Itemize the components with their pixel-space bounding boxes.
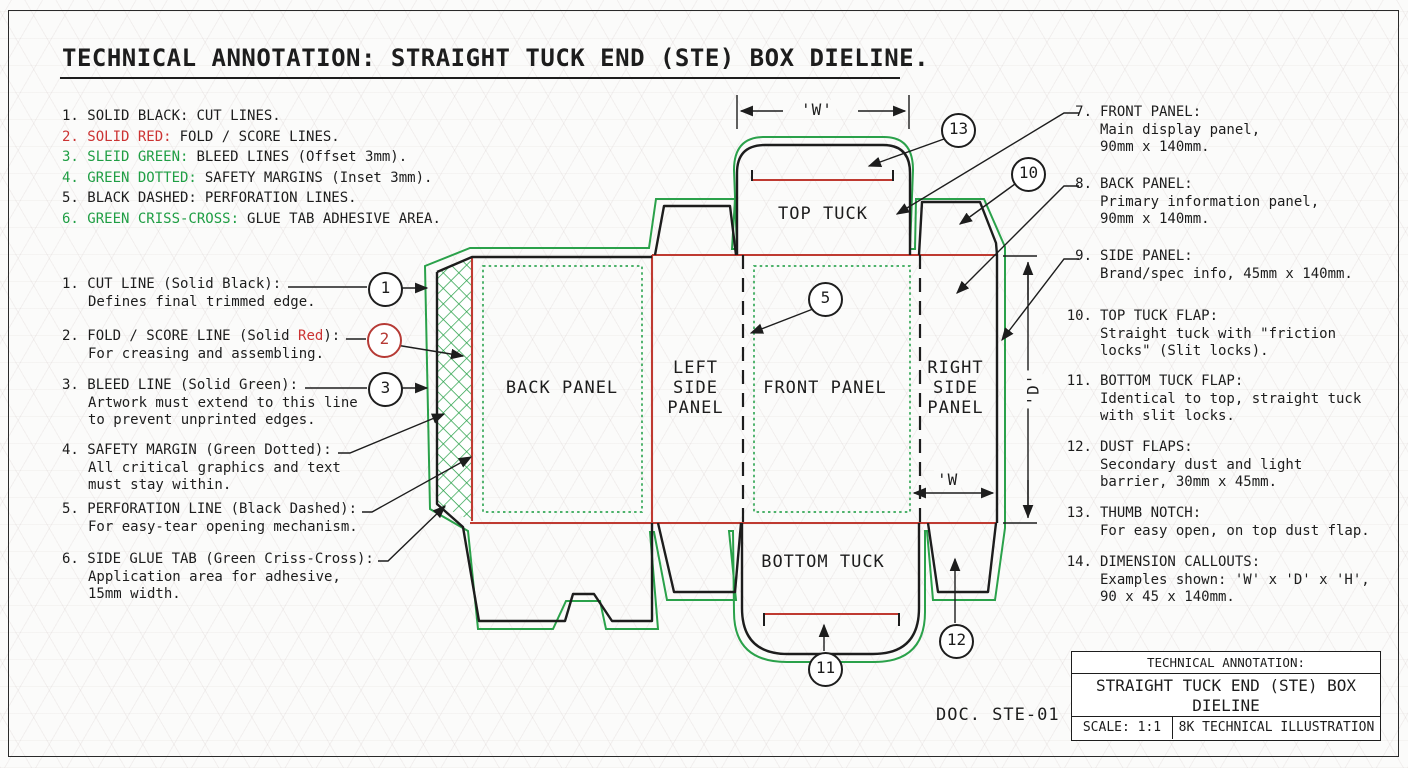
annotation-title: THUMB NOTCH: xyxy=(1100,505,1202,521)
annotation-desc: For creasing and assembling. xyxy=(88,345,325,362)
annotation-desc: Defines final trimmed edge. xyxy=(88,293,316,310)
annotation-perforation-line: 5. PERFORATION LINE (Black Dashed): For … xyxy=(62,501,358,536)
bottom-tuck-label: BOTTOM TUCK xyxy=(761,552,885,572)
annotation-title: 3. BLEED LINE (Solid Green): xyxy=(62,377,299,393)
line-legend: 1. SOLID BLACK:CUT LINES. 2. SOLID RED:F… xyxy=(62,106,441,230)
annotation-desc: Artwork must extend to this line to prev… xyxy=(88,394,358,429)
legend-item: 2. SOLID RED:FOLD / SCORE LINES. xyxy=(62,128,340,145)
annotation-number: 8. xyxy=(1075,176,1092,192)
annotation-bleed-line: 3. BLEED LINE (Solid Green): Artwork mus… xyxy=(62,377,358,430)
callout-11: 11 xyxy=(808,652,843,687)
title-block-title: STRAIGHT TUCK END (STE) BOX DIELINE xyxy=(1072,674,1380,717)
legend-item: 4. GREEN DOTTED:SAFETY MARGINS (Inset 3m… xyxy=(62,169,433,186)
callout-1: 1 xyxy=(368,272,403,307)
annotation-cut-line: 1. CUT LINE (Solid Black): Defines final… xyxy=(62,276,316,311)
annotation-title: DUST FLAPS: xyxy=(1100,439,1193,455)
title-block: TECHNICAL ANNOTATION: STRAIGHT TUCK END … xyxy=(1071,651,1381,741)
annotation-title: 5. PERFORATION LINE (Black Dashed): xyxy=(62,501,358,517)
legend-item: 5. BLACK DASHED:PERFORATION LINES. xyxy=(62,190,357,207)
back-panel-label: BACK PANEL xyxy=(505,378,619,398)
title-block-note: 8K TECHNICAL ILLUSTRATION xyxy=(1178,720,1375,735)
annotation-desc: Brand/spec info, 45mm x 140mm. xyxy=(1100,265,1353,282)
annotation-back-panel: 8. BACK PANEL: Primary information panel,… xyxy=(1066,176,1398,229)
annotation-desc: Secondary dust and light barrier, 30mm x… xyxy=(1100,456,1303,491)
annotation-title: BOTTOM TUCK FLAP: xyxy=(1100,373,1244,389)
page-border xyxy=(8,10,1399,757)
annotation-title: TOP TUCK FLAP: xyxy=(1100,308,1219,324)
depth-dimension-label: 'D' xyxy=(1023,370,1043,409)
annotation-number: 14. xyxy=(1066,554,1092,570)
left-side-panel-label: LEFT SIDE PANEL xyxy=(667,358,724,418)
title-block-scale: SCALE: 1:1 xyxy=(1072,717,1173,739)
annotation-front-panel: 7. FRONT PANEL: Main display panel, 90mm … xyxy=(1066,104,1398,157)
page-title: TECHNICAL ANNOTATION: STRAIGHT TUCK END … xyxy=(62,44,930,72)
front-panel-label: FRONT PANEL xyxy=(763,378,887,398)
callout-12: 12 xyxy=(939,624,974,659)
width-dimension-label: 'W' xyxy=(798,100,836,119)
annotation-title: FRONT PANEL: xyxy=(1100,104,1202,120)
annotation-desc: Main display panel, 90mm x 140mm. xyxy=(1100,121,1261,156)
annotation-number: 13. xyxy=(1066,505,1092,521)
annotation-dimension-callouts: 14. DIMENSION CALLOUTS: Examples shown: '… xyxy=(1066,554,1398,607)
annotation-desc: For easy open, on top dust flap. xyxy=(1100,522,1370,539)
annotation-title: 4. SAFETY MARGIN (Green Dotted): xyxy=(62,442,332,458)
title-underline xyxy=(60,77,900,79)
annotation-safety-margin: 4. SAFETY MARGIN (Green Dotted): All cri… xyxy=(62,442,341,495)
annotation-desc: Straight tuck with "friction locks" (Sli… xyxy=(1100,325,1337,360)
document-reference: DOC. STE-01 xyxy=(936,705,1060,725)
annotation-desc: Application area for adhesive, 15mm widt… xyxy=(88,568,341,603)
annotation-desc: Identical to top, straight tuck with sli… xyxy=(1100,390,1362,425)
annotation-title: 2. FOLD / SCORE LINE (Solid Red): xyxy=(62,328,341,344)
annotation-number: 12. xyxy=(1066,439,1092,455)
width-right-dimension-label: 'W xyxy=(934,470,962,489)
annotation-dust-flaps: 12. DUST FLAPS: Secondary dust and light … xyxy=(1066,439,1398,492)
callout-5: 5 xyxy=(808,282,843,317)
annotation-top-tuck-flap: 10. TOP TUCK FLAP: Straight tuck with "fr… xyxy=(1066,308,1398,361)
title-block-header: TECHNICAL ANNOTATION: xyxy=(1072,652,1380,674)
annotation-desc: All critical graphics and text must stay… xyxy=(88,459,341,494)
annotation-title: SIDE PANEL: xyxy=(1100,248,1193,264)
legend-item: 3. SLEID GREEN:BLEED LINES (Offset 3mm). xyxy=(62,149,408,166)
callout-3: 3 xyxy=(368,372,403,407)
callout-2: 2 xyxy=(367,323,402,358)
callout-13: 13 xyxy=(941,113,976,148)
annotation-desc: Primary information panel, 90mm x 140mm. xyxy=(1100,193,1320,228)
annotation-number: 11. xyxy=(1066,373,1092,389)
legend-item: 6. GREEN CRISS-CROSS:GLUE TAB ADHESIVE A… xyxy=(62,210,441,227)
annotation-desc: For easy-tear opening mechanism. xyxy=(88,518,358,535)
right-side-panel-label: RIGHT SIDE PANEL xyxy=(927,358,984,418)
callout-10: 10 xyxy=(1011,157,1046,192)
annotation-title: 6. SIDE GLUE TAB (Green Criss-Cross): xyxy=(62,551,374,567)
annotation-desc: Examples shown: 'W' x 'D' x 'H', 90 x 45… xyxy=(1100,571,1370,606)
annotation-title: DIMENSION CALLOUTS: xyxy=(1100,554,1261,570)
annotation-title: BACK PANEL: xyxy=(1100,176,1193,192)
annotation-bottom-tuck-flap: 11. BOTTOM TUCK FLAP: Identical to top, s… xyxy=(1066,373,1398,426)
legend-item: 1. SOLID BLACK:CUT LINES. xyxy=(62,108,281,124)
annotation-number: 9. xyxy=(1075,248,1092,264)
annotation-side-panel: 9. SIDE PANEL: Brand/spec info, 45mm x 14… xyxy=(1066,248,1398,283)
annotation-title: 1. CUT LINE (Solid Black): xyxy=(62,276,282,292)
annotation-number: 7. xyxy=(1075,104,1092,120)
annotation-fold-line: 2. FOLD / SCORE LINE (Solid Red): For cr… xyxy=(62,328,340,363)
annotation-number: 10. xyxy=(1066,308,1092,324)
annotation-thumb-notch: 13. THUMB NOTCH: For easy open, on top du… xyxy=(1066,505,1398,540)
top-tuck-label: TOP TUCK xyxy=(778,204,868,224)
annotation-glue-tab: 6. SIDE GLUE TAB (Green Criss-Cross): Ap… xyxy=(62,551,374,604)
